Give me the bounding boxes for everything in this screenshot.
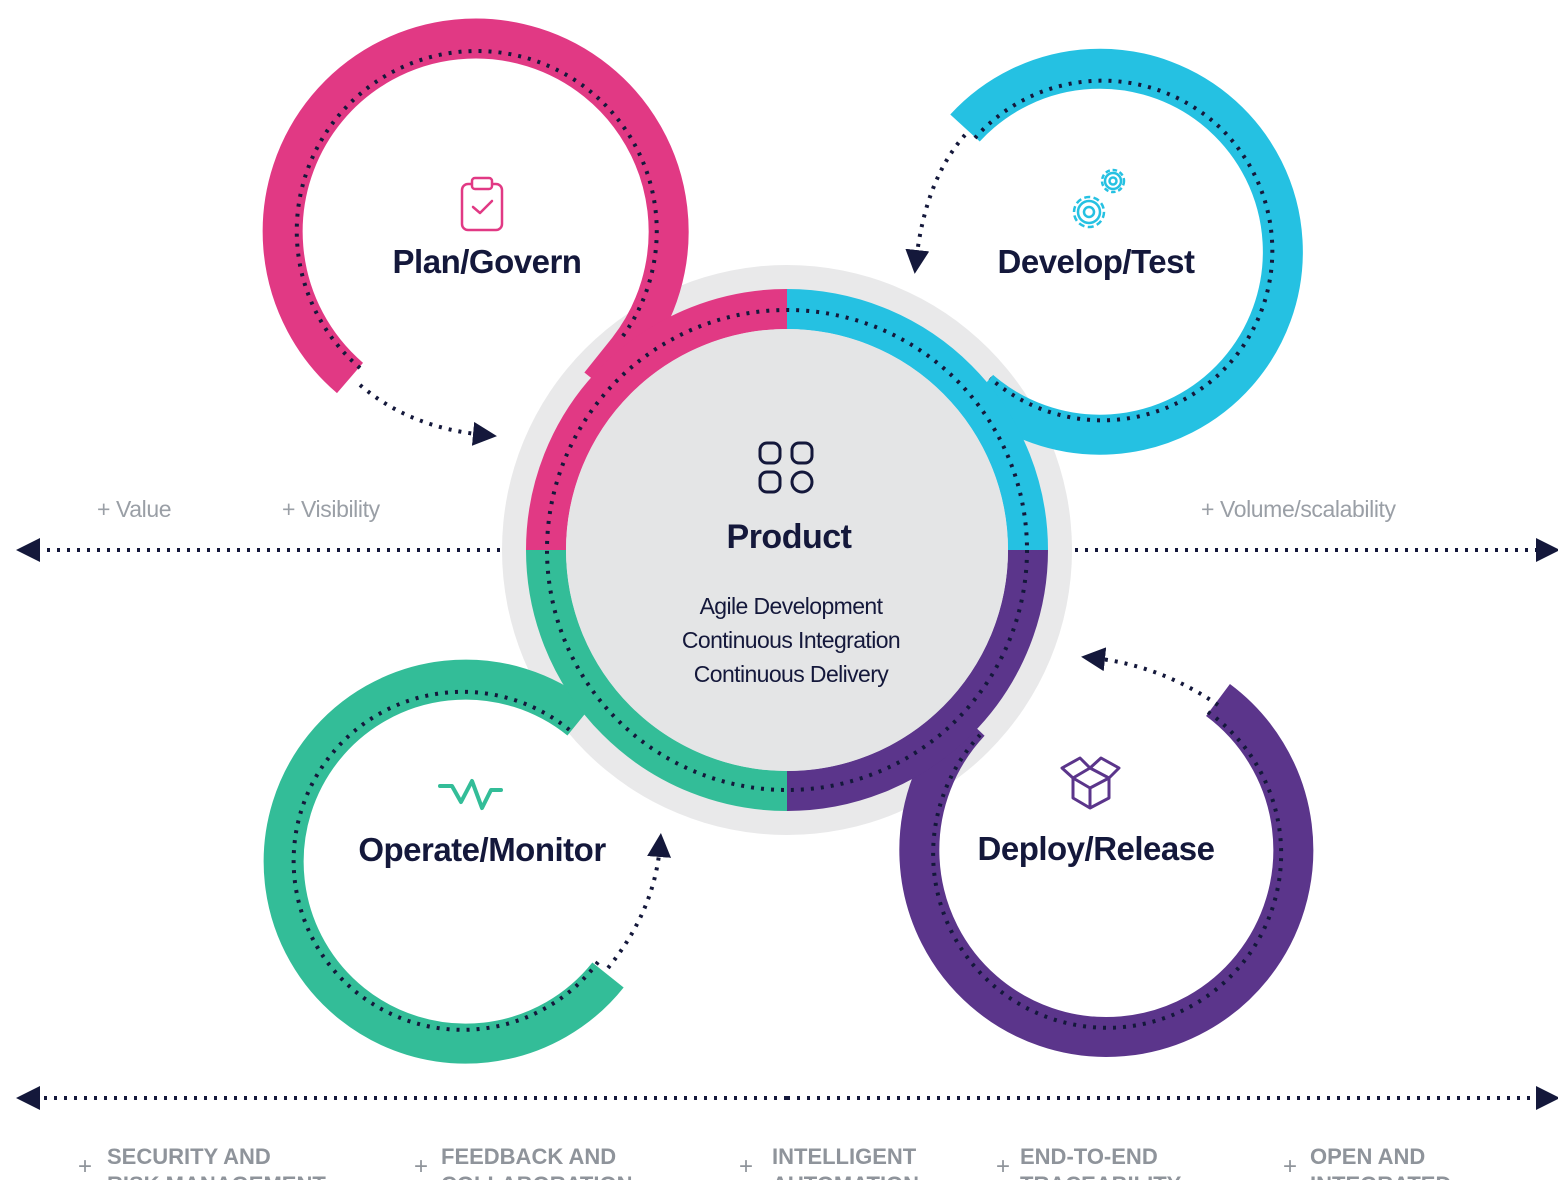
deploy-dotted-track: [931, 710, 1284, 1030]
deploy-release-label: Deploy/Release: [978, 830, 1215, 867]
bottom-benefit-integrated: + OPEN AND INTEGRATED: [1283, 1144, 1451, 1180]
bottom-benefit-security: + SECURITY AND RISK MANAGEMENT: [78, 1144, 326, 1180]
benefit-volume-label: + Volume/scalability: [1201, 496, 1397, 522]
clipboard-check-icon: [460, 176, 504, 232]
product-core: [566, 329, 1008, 771]
plan-dotted-track: [294, 49, 659, 370]
develop-entry-arrow: [905, 133, 967, 274]
center-line-cd: Continuous Delivery: [694, 661, 890, 687]
bottom-benefit-line1: INTELLIGENT: [772, 1144, 917, 1169]
bottom-benefit-automation: + INTELLIGENT AUTOMATION: [739, 1144, 919, 1180]
plan-ring: [262, 18, 689, 398]
plan-govern-label: Plan/Govern: [393, 243, 582, 280]
bottom-benefit-plus: +: [414, 1153, 428, 1180]
bottom-benefit-plus: +: [739, 1153, 753, 1180]
develop-dotted-track: [973, 78, 1275, 423]
bottom-benefit-line1: SECURITY AND: [107, 1144, 271, 1169]
deploy-exit-arrow: [1081, 647, 1220, 707]
deploy-ring: [899, 683, 1314, 1057]
product-dotted-track: [545, 308, 1029, 792]
package-box-icon: [1060, 756, 1121, 810]
bottom-benefit-line2: COLLABORATION: [441, 1172, 632, 1180]
bottom-benefit-plus: +: [1283, 1153, 1297, 1180]
bottom-benefit-traceability: + END-TO-END TRACEABILITY: [996, 1144, 1182, 1180]
benefit-value-label: + Value: [97, 496, 171, 522]
center-line-ci: Continuous Integration: [682, 627, 900, 653]
develop-test-label: Develop/Test: [998, 243, 1195, 280]
benefit-visibility-label: + Visibility: [282, 496, 381, 522]
bottom-benefit-line2: AUTOMATION: [772, 1172, 919, 1180]
bottom-benefit-plus: +: [78, 1153, 92, 1180]
bottom-benefit-line1: FEEDBACK AND: [441, 1144, 616, 1169]
pulse-icon: [438, 779, 503, 810]
operate-monitor-label: Operate/Monitor: [358, 831, 606, 868]
bottom-benefit-line2: TRACEABILITY: [1020, 1172, 1182, 1180]
apps-grid-icon: [758, 441, 814, 494]
bottom-benefit-line1: OPEN AND: [1310, 1144, 1425, 1169]
bottom-benefit-feedback: + FEEDBACK AND COLLABORATION: [414, 1144, 632, 1180]
product-title: Product: [727, 518, 852, 556]
plan-to-product-arrow: [358, 383, 497, 446]
develop-ring: [950, 48, 1303, 455]
gears-icon: [1072, 168, 1126, 229]
center-line-agile: Agile Development: [700, 593, 884, 619]
bottom-benefit-line2: INTEGRATED: [1310, 1172, 1451, 1180]
bottom-benefit-plus: +: [996, 1153, 1010, 1180]
operate-ring: [263, 659, 624, 1064]
operate-exit-arrow: [606, 833, 672, 970]
bottom-benefit-line1: END-TO-END: [1020, 1144, 1158, 1169]
bottom-benefit-line2: RISK MANAGEMENT: [107, 1172, 326, 1180]
